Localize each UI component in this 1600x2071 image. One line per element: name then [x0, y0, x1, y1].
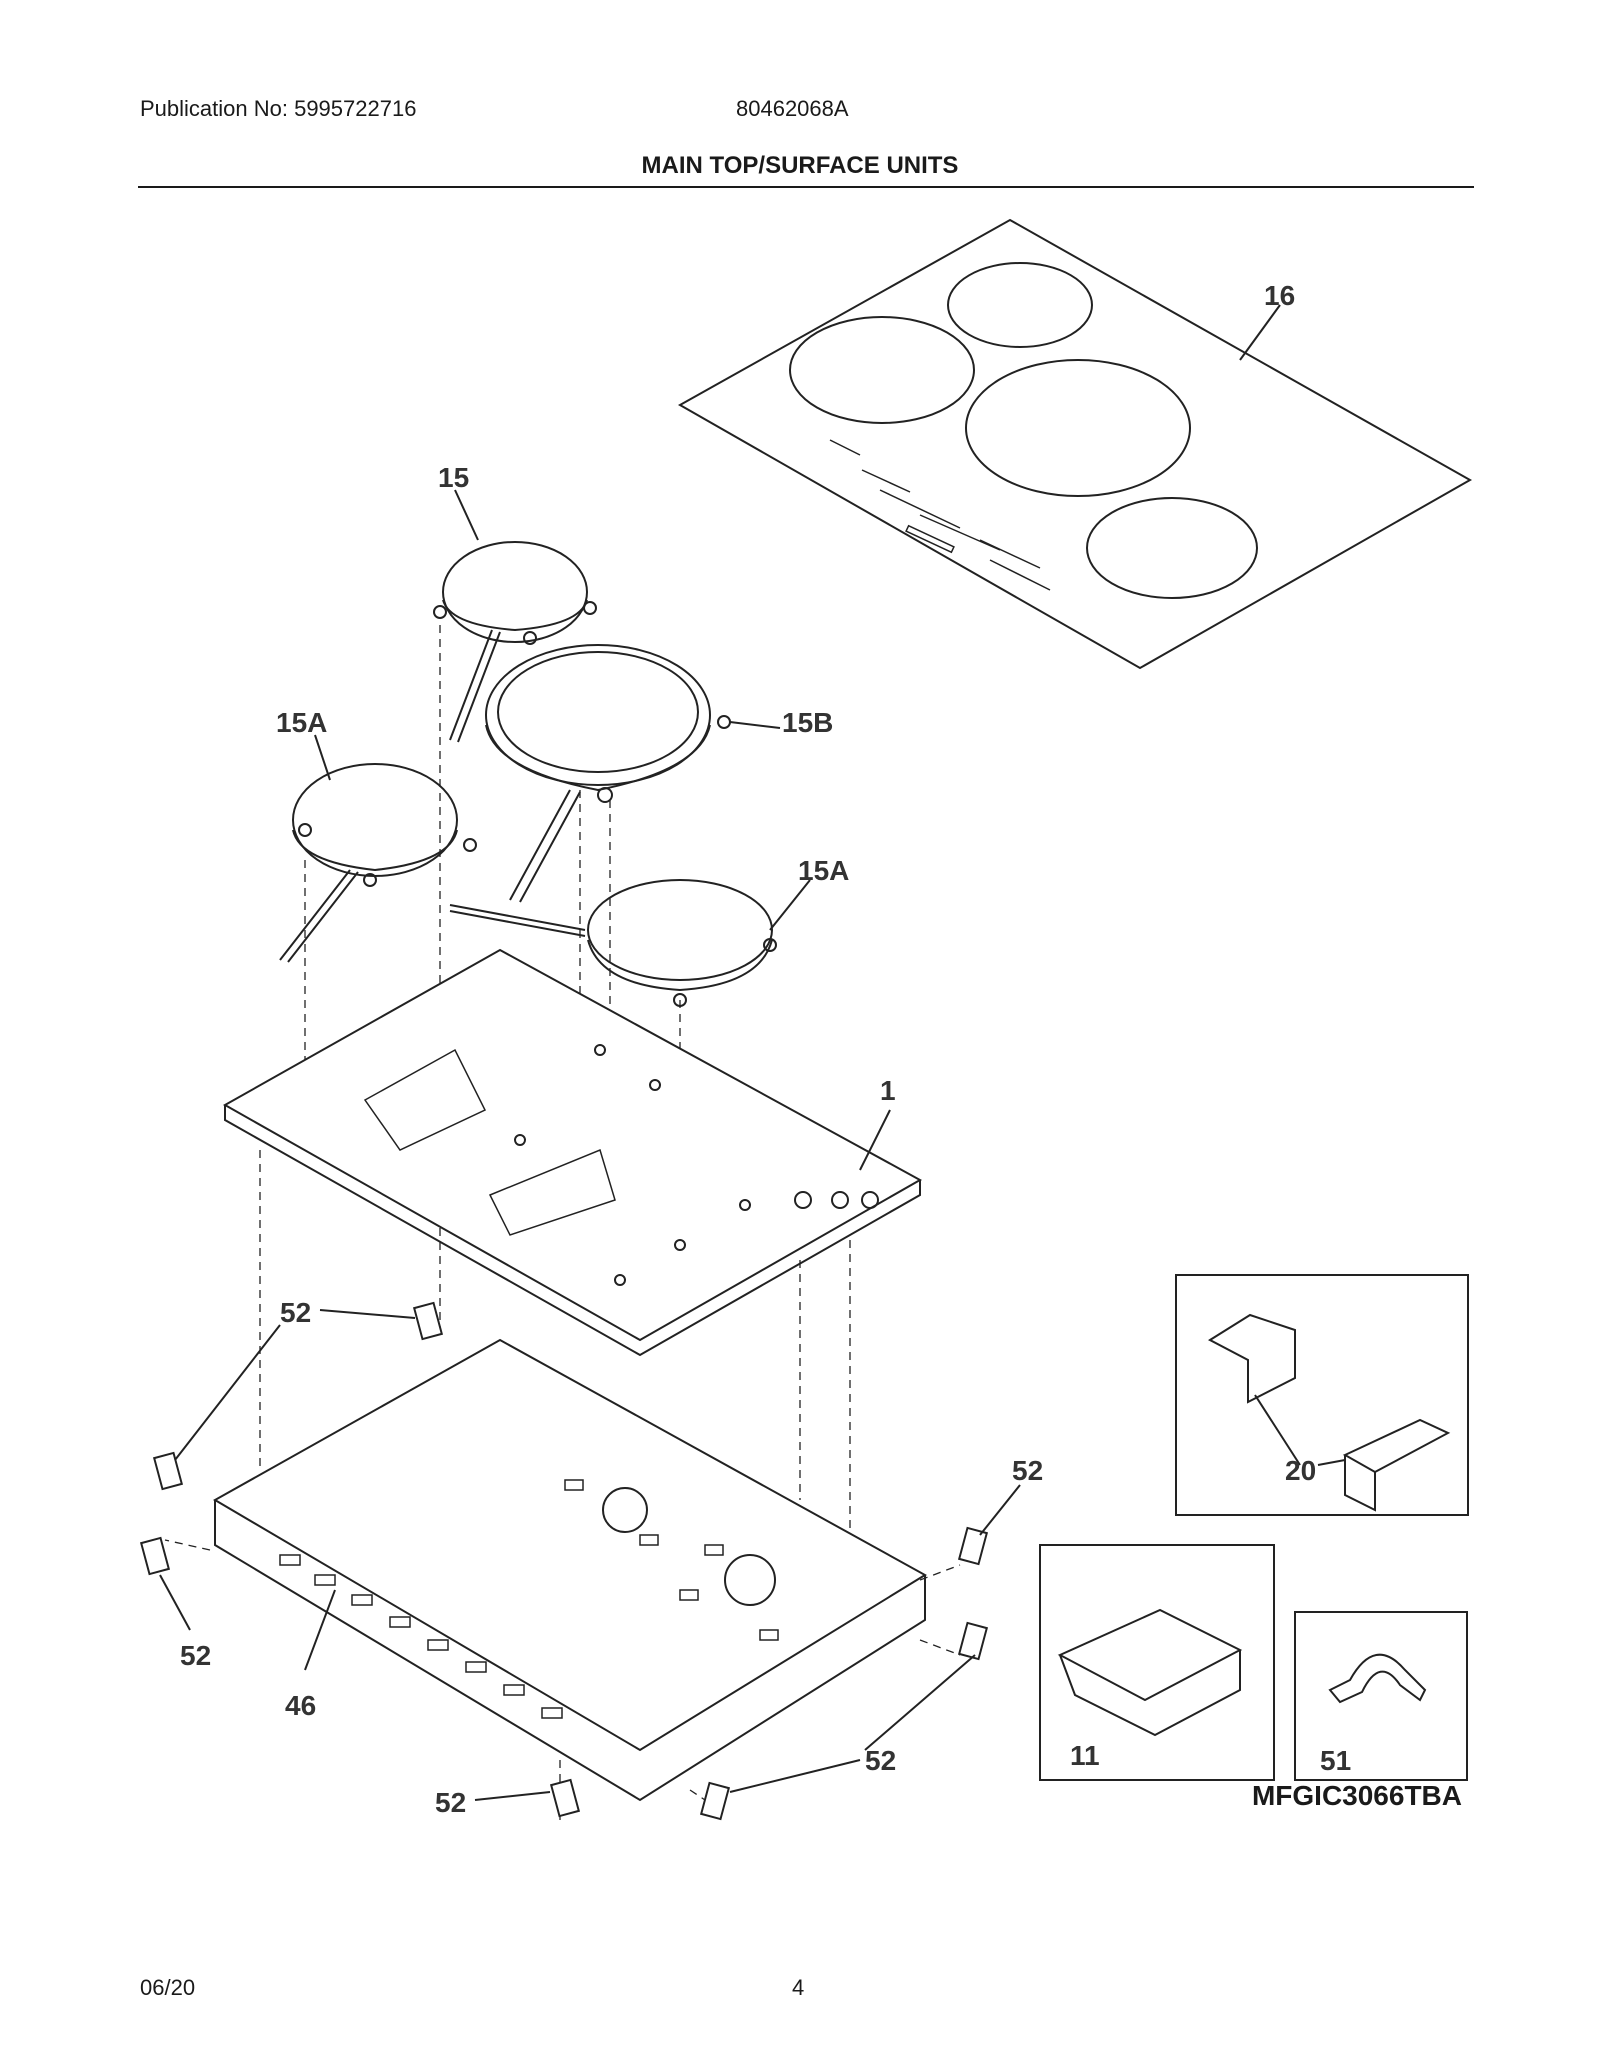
- callout-46: 46: [285, 1690, 316, 1721]
- surface-element-15a-right-part: [449, 879, 777, 1007]
- callout-52-top: 52: [280, 1297, 311, 1328]
- callout-20: 20: [1285, 1455, 1316, 1486]
- model-number: MFGIC3066TBA: [1251, 1780, 1462, 1811]
- bottom-pan-part: [212, 1338, 927, 1802]
- inset-box-51: [1294, 1611, 1468, 1781]
- page-number: 4: [792, 1975, 805, 2000]
- callout-1: 1: [880, 1075, 896, 1106]
- callout-15: 15: [438, 462, 469, 493]
- callout-52-bottom-right: 52: [865, 1745, 896, 1776]
- inset-box-11: [1039, 1544, 1275, 1781]
- leader-lines: [159, 304, 1281, 1801]
- callout-51: 51: [1320, 1745, 1351, 1776]
- main-top-frame-part: [222, 948, 923, 1357]
- callout-16: 16: [1264, 280, 1295, 311]
- callout-52-right: 52: [1012, 1455, 1043, 1486]
- callout-15b: 15B: [782, 707, 833, 738]
- page-title: MAIN TOP/SURFACE UNITS: [641, 152, 959, 179]
- callout-52-left: 52: [180, 1640, 211, 1671]
- title-rule: [138, 186, 1474, 188]
- callout-15a-right: 15A: [798, 855, 849, 886]
- callout-15a-left: 15A: [276, 707, 327, 738]
- clip-52-parts: [139, 1301, 989, 1821]
- document-number: 80462068A: [736, 96, 849, 121]
- surface-element-15b-part: [485, 644, 731, 903]
- callout-52-bottom: 52: [435, 1787, 466, 1818]
- inset-box-20: [1175, 1274, 1469, 1516]
- footer-date: 06/20: [140, 1975, 196, 2000]
- surface-element-15-part: [433, 541, 597, 743]
- surface-element-15a-left-part: [279, 763, 477, 963]
- glass-cooktop-part: [677, 218, 1473, 670]
- callout-11: 11: [1070, 1740, 1100, 1771]
- publication-number: Publication No: 5995722716: [140, 96, 417, 121]
